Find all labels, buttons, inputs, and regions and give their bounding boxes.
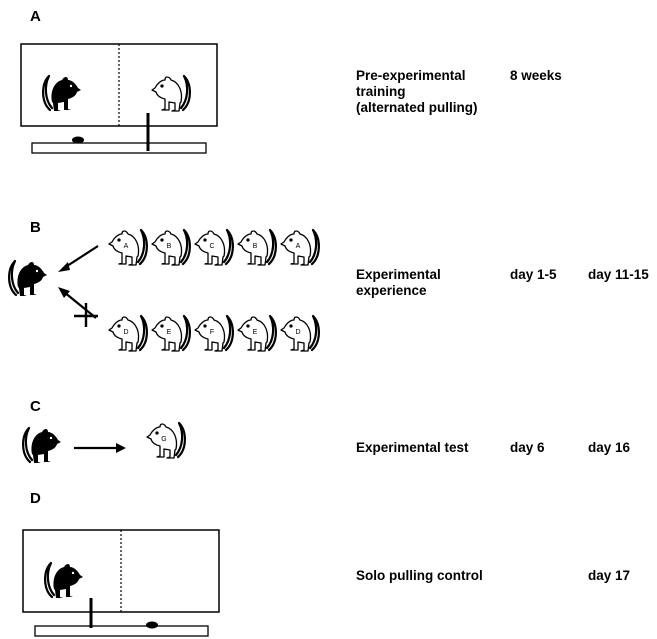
panel-d-time: day 17 <box>588 568 631 583</box>
panel-b-top-label-4: B <box>253 243 258 250</box>
panel-b-description-line-2: experience <box>356 283 427 298</box>
panel-d-focal-rat <box>44 561 85 600</box>
panel-d-tray <box>34 625 209 637</box>
panel-b-bottom-label-5: D <box>295 329 300 336</box>
panel-c-partner-label: G <box>161 436 166 443</box>
panel-b-arrow-not-received-head <box>58 287 70 298</box>
panel-letter-d: D <box>30 490 41 507</box>
panel-a-description-line-3: (alternated pulling) <box>356 100 478 115</box>
panel-b-experience: A B C B A D E F E D <box>8 228 320 353</box>
panel-b-arrow-received <box>63 245 99 269</box>
panel-a-partner-rat <box>150 74 191 113</box>
panel-c-arrow-head <box>116 443 126 453</box>
panel-a-focal-rat <box>42 74 83 113</box>
panel-c-time-1: day 6 <box>510 440 545 455</box>
panel-letter-c: C <box>30 398 41 415</box>
panel-b-focal-rat <box>8 259 49 298</box>
panel-b-arrow-not-received <box>63 291 97 319</box>
panel-d-food-pellet <box>146 621 158 629</box>
panel-b-time-2: day 11-15 <box>588 267 649 282</box>
panel-a-description-line-1: Pre-experimental <box>356 68 466 83</box>
panel-b-arrow-received-head <box>58 262 70 272</box>
panel-b-bottom-label-1: D <box>123 329 128 336</box>
panel-a-time: 8 weeks <box>510 68 562 83</box>
panel-d-apparatus <box>22 529 220 637</box>
panel-d-description-line-1: Solo pulling control <box>356 568 483 583</box>
panel-a-apparatus <box>20 43 218 154</box>
panel-letter-a: A <box>30 8 41 25</box>
panel-b-bottom-label-4: E <box>253 329 258 336</box>
panel-c-description: Experimental test <box>356 440 469 456</box>
panel-a-description: Pre-experimental training (alternated pu… <box>356 68 478 116</box>
panel-b-bottom-label-2: E <box>167 329 172 336</box>
panel-a-food-pellet <box>72 136 84 144</box>
panel-b-top-label-3: C <box>209 243 214 250</box>
panel-c-time-2: day 16 <box>588 440 631 455</box>
panel-c-test: G <box>22 421 186 465</box>
panel-b-bottom-label-3: F <box>210 329 214 336</box>
panel-c-focal-rat <box>22 426 63 465</box>
panel-a-tray <box>31 142 207 154</box>
panel-b-description-line-1: Experimental <box>356 267 441 282</box>
panel-d-description: Solo pulling control <box>356 568 483 584</box>
panel-b-top-label-5: A <box>296 243 301 250</box>
panel-b-description: Experimental experience <box>356 267 441 299</box>
panel-c-description-line-1: Experimental test <box>356 440 469 455</box>
panel-b-top-label-1: A <box>124 243 129 250</box>
panel-b-time-1: day 1-5 <box>510 267 557 282</box>
panel-b-top-label-2: B <box>167 243 172 250</box>
panel-a-description-line-2: training <box>356 84 406 99</box>
panel-letter-b: B <box>30 219 41 236</box>
